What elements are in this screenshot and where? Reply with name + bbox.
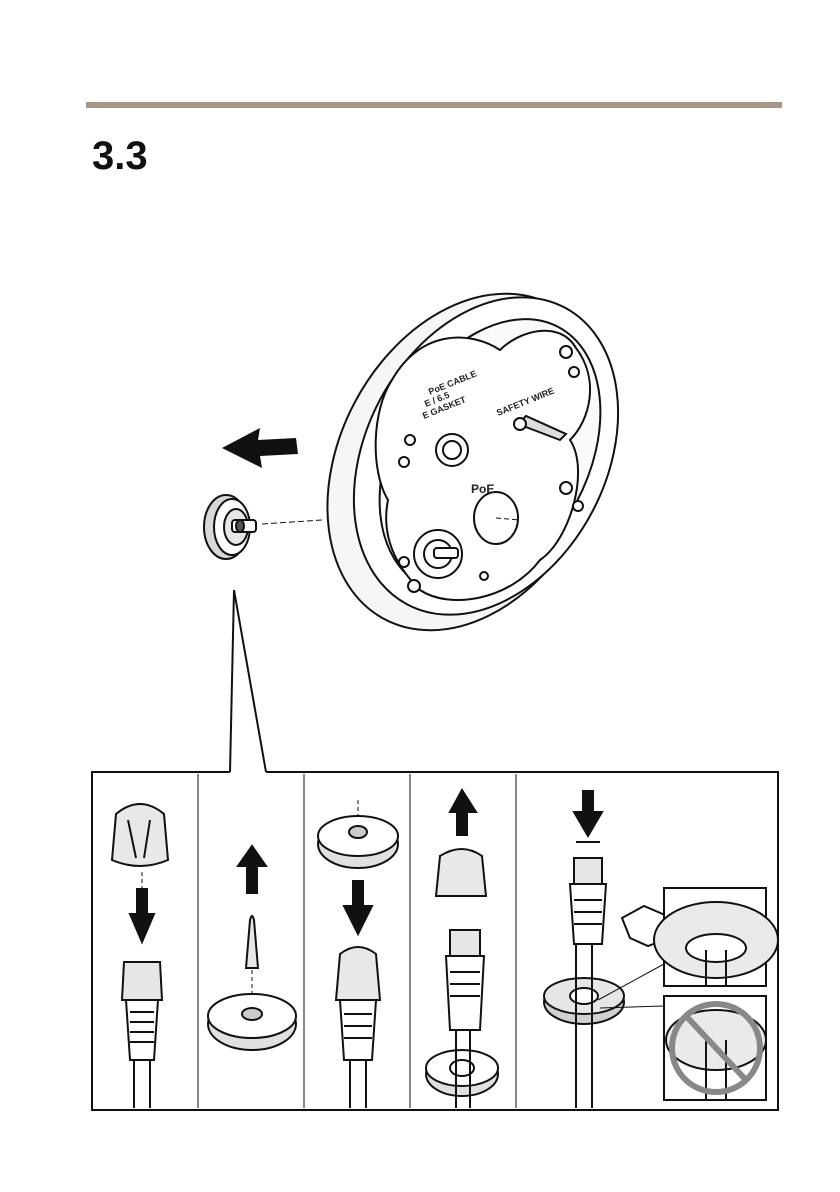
step-3 [318,800,398,1108]
arrow-up-icon [238,846,266,866]
arrow-down-icon [344,906,372,934]
svg-text:PoE: PoE [471,482,494,496]
step-2 [208,846,296,1050]
arrow-left-icon [222,428,298,468]
gasket-plug [204,495,256,559]
arrow-up-icon [450,790,476,812]
mounting-housing [271,245,670,680]
arrow-down-icon [574,812,602,836]
step-4 [426,790,498,1108]
step-5 [544,790,778,1108]
callout-pointer [230,590,266,772]
step-1 [112,804,168,1108]
arrow-down-icon [130,914,154,942]
